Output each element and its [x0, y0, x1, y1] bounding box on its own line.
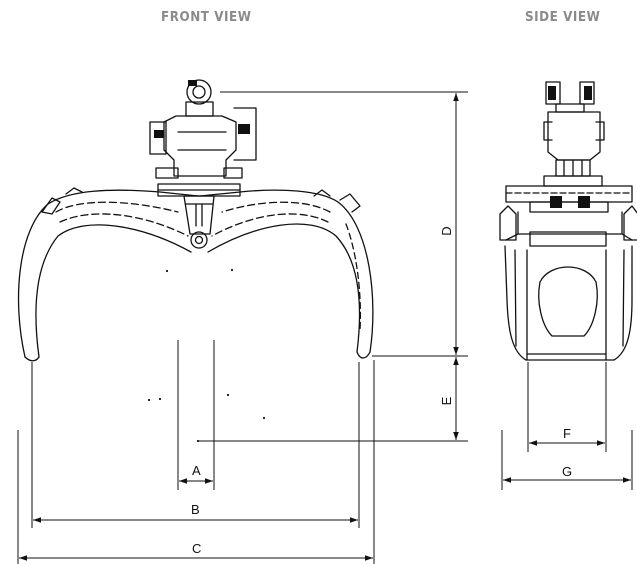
- front-dots: [147, 268, 266, 443]
- side-view-title: SIDE VIEW: [525, 10, 601, 25]
- dimension-label-b: B: [191, 502, 200, 517]
- dimension-lines: [17, 91, 633, 564]
- dimension-label-d: D: [439, 226, 454, 235]
- dimension-label-c: C: [192, 541, 201, 556]
- side-frame: [499, 185, 637, 247]
- front-view-title: FRONT VIEW: [161, 10, 252, 25]
- side-view-drawing: [499, 81, 637, 361]
- front-rotator: [149, 79, 257, 179]
- side-hanger: [543, 81, 605, 187]
- dimension-label-e: E: [439, 396, 454, 405]
- dimension-label-g: G: [562, 464, 572, 479]
- side-tines: [504, 245, 633, 361]
- dimension-label-f: F: [563, 426, 571, 441]
- front-tines: [17, 187, 374, 362]
- front-view-drawing: [17, 79, 374, 443]
- dimension-label-a: A: [192, 463, 201, 478]
